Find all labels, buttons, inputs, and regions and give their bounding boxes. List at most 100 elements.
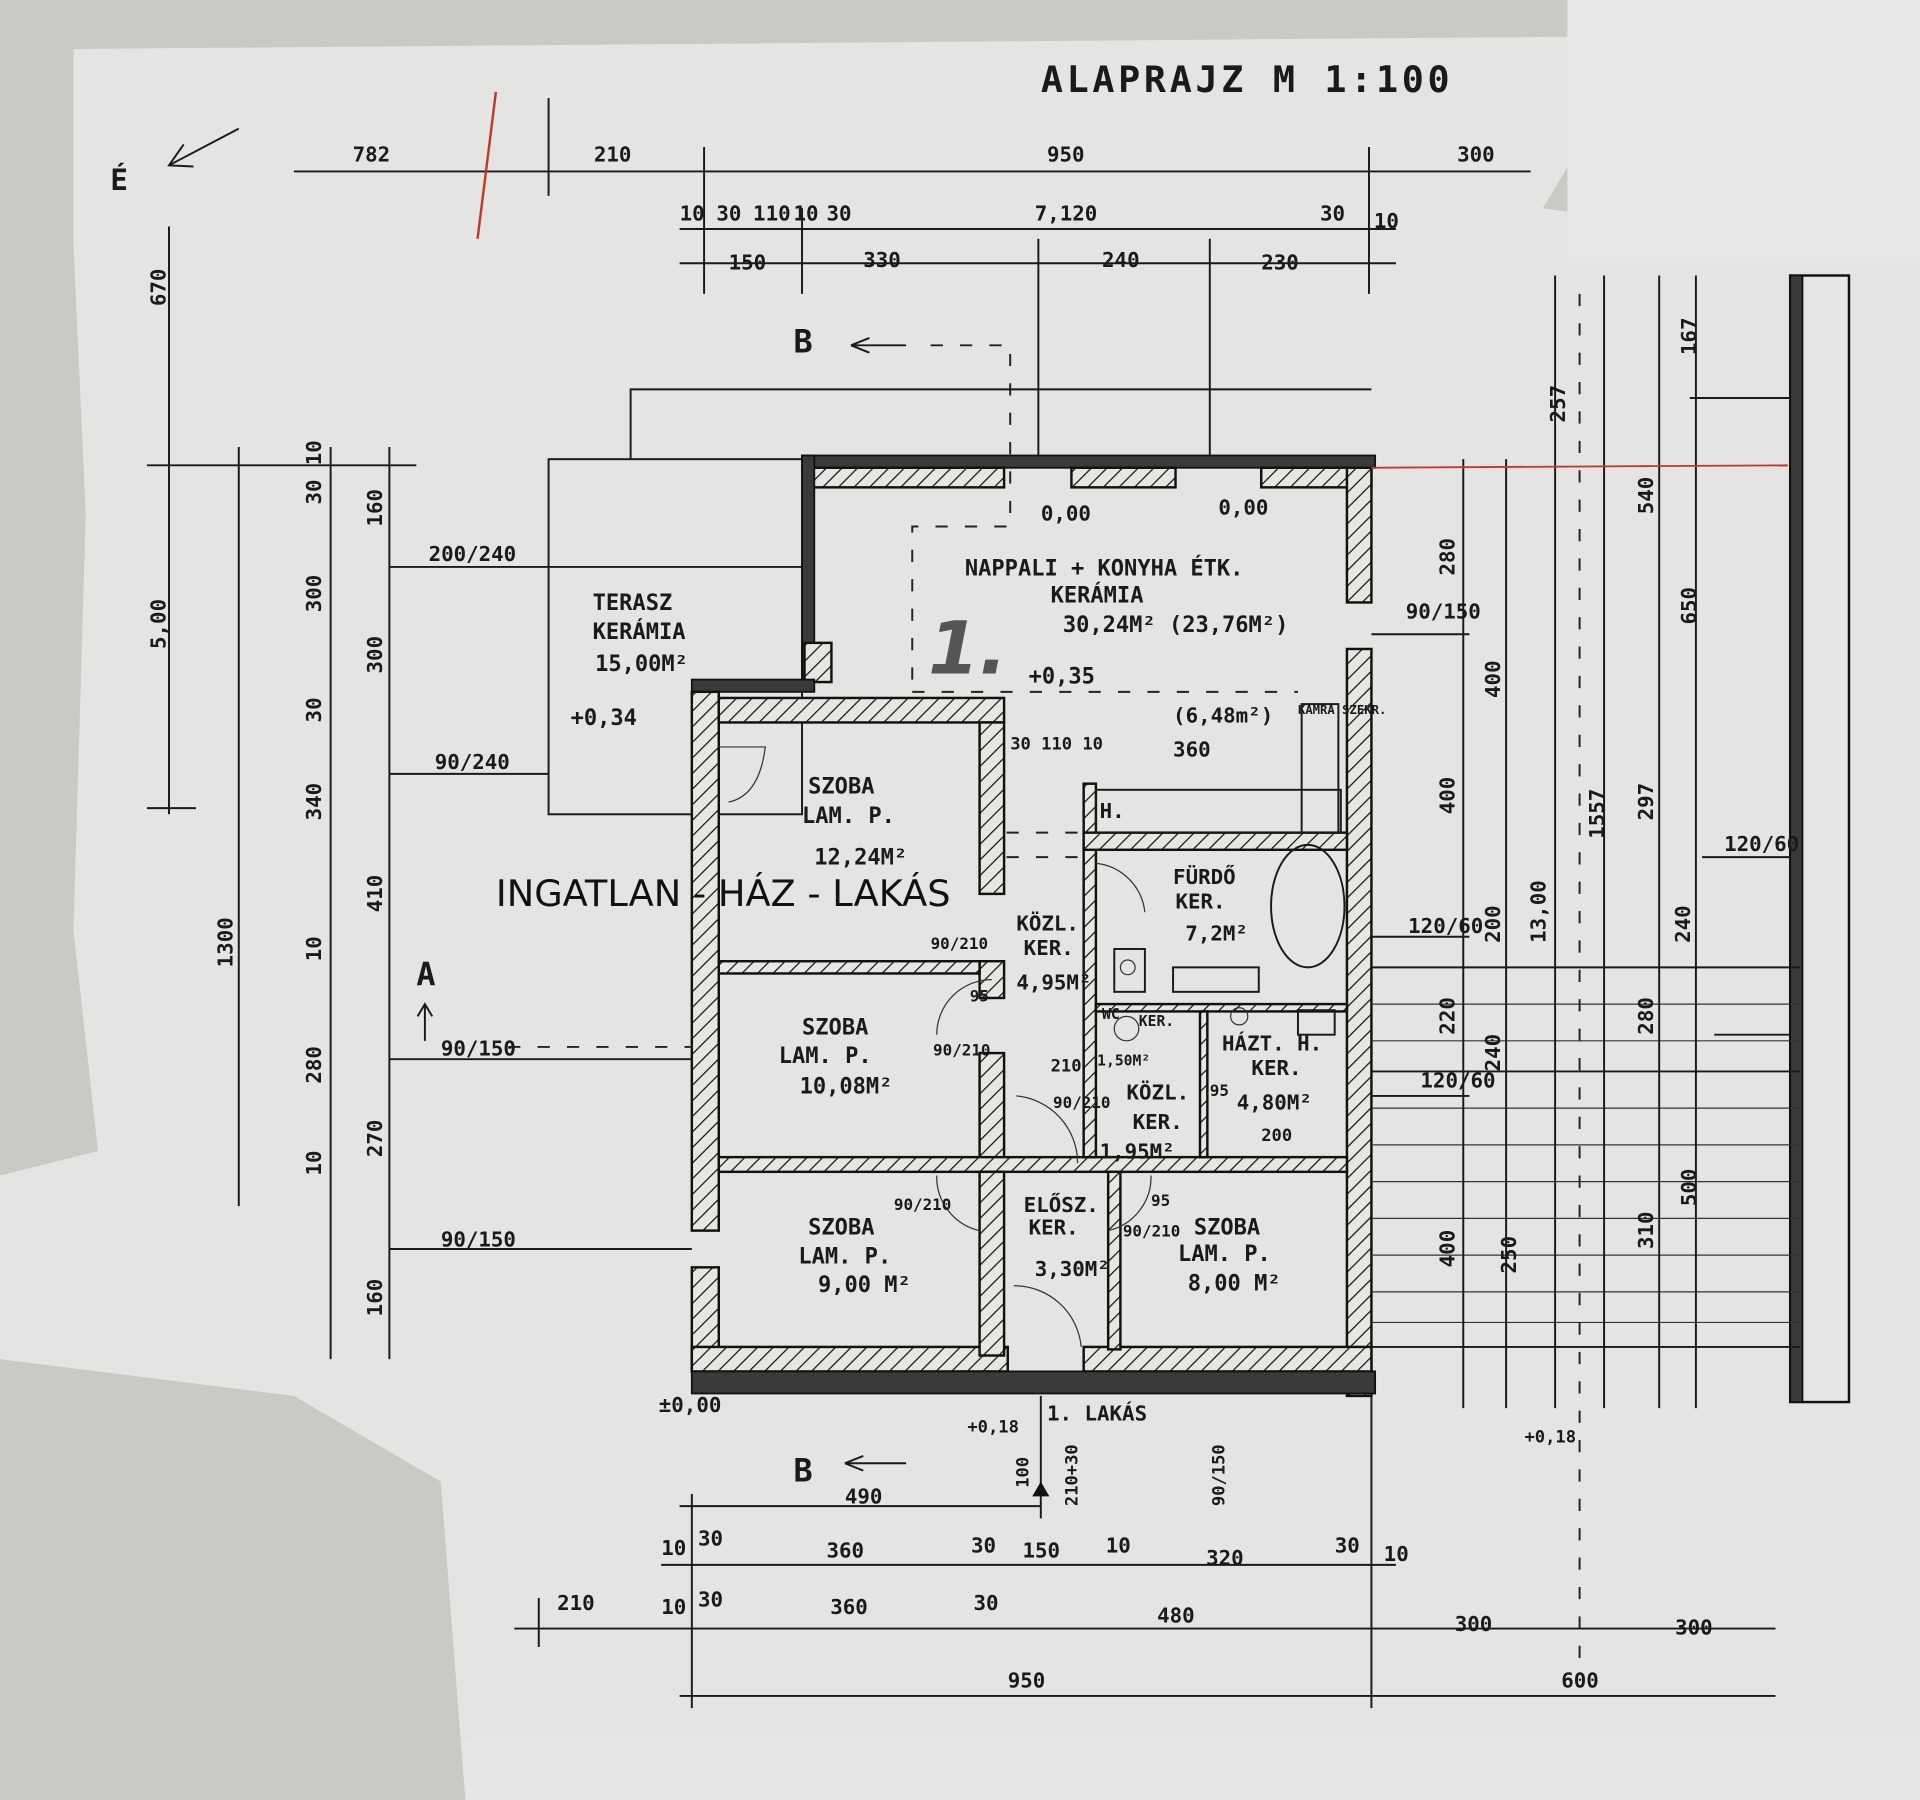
room-name: NAPPALI + KONYHA ÉTK. <box>965 556 1244 582</box>
room-area: 7,2M² <box>1185 921 1248 945</box>
dim-text: 300 <box>302 575 326 613</box>
dim-text: 10 <box>661 1536 686 1560</box>
dim-text: 7,120 <box>1035 201 1098 225</box>
dim-text: 10 <box>661 1595 686 1619</box>
room-name: HÁZT. H. <box>1222 1031 1322 1056</box>
dim-text: 30 <box>302 697 326 722</box>
dim-text: 167 <box>1677 318 1701 356</box>
interior-walls <box>717 696 1349 1357</box>
dim-text: 100 <box>1014 1457 1034 1488</box>
door-dim: 90/210 <box>1123 1222 1180 1241</box>
room-floor: LAM. P. <box>779 1044 872 1069</box>
dim-text: 360 <box>827 1539 865 1563</box>
dim-text: 1300 <box>214 917 238 967</box>
dim-text: 330 <box>863 248 901 272</box>
room-area: 3,30M² <box>1035 1257 1110 1281</box>
window-dim: 90/150 <box>441 1037 516 1061</box>
top-dimensions: 782 210 950 300 10 30 110 10 30 7,120 30… <box>293 91 1531 466</box>
dim-text: 30 <box>827 201 852 225</box>
dim-text: 10 <box>1106 1534 1131 1558</box>
dim-text: 950 <box>1047 143 1085 167</box>
section-mark-a: A <box>416 956 435 994</box>
room-area: 10,08M² <box>800 1074 893 1099</box>
window-dim: 90/150 <box>1406 599 1481 623</box>
room-3: SZOBA LAM. P. 9,00 M² <box>798 1215 910 1298</box>
dim-text: 30 <box>698 1526 723 1550</box>
dim-text: 10 <box>1374 209 1399 233</box>
room-utility: HÁZT. H. KER. 4,80M² <box>1222 1031 1322 1115</box>
room-floor: KER. <box>1133 1110 1183 1134</box>
terrace-floor: KERÁMIA <box>593 619 686 645</box>
dim-text: 5,00 <box>146 599 170 649</box>
dim-text: 250 <box>1497 1236 1521 1274</box>
room-name: KÖZL. <box>1016 911 1079 936</box>
level-top-right: 0,00 <box>1218 495 1268 519</box>
room-name: SZOBA <box>1194 1215 1260 1240</box>
dim-text: 360 <box>1173 738 1211 762</box>
level-entry-left: +0,18 <box>967 1418 1019 1438</box>
dim-text: 400 <box>1436 1230 1460 1268</box>
room-name: WC <box>1102 1006 1120 1023</box>
room-name: ELŐSZ. <box>1024 1192 1099 1217</box>
dim-text: 150 <box>729 250 767 274</box>
dim-text: 650 <box>1677 587 1701 625</box>
window-dim: 200/240 <box>429 542 517 566</box>
dim-text: 10 <box>302 936 326 961</box>
room-area: 12,24M² <box>814 845 907 870</box>
dim-text: 230 <box>1261 250 1299 274</box>
dim-text: 360 <box>830 1595 868 1619</box>
dim-text: 110 <box>753 201 791 225</box>
exterior-walls <box>690 454 1377 1398</box>
door-dim: 95 <box>1210 1081 1229 1100</box>
pantry-area: (6,48m²) <box>1173 703 1273 727</box>
window-dim: 120/60 <box>1724 832 1799 856</box>
dim-text: 240 <box>1671 905 1695 943</box>
door-dim: 90/210 <box>1053 1093 1110 1112</box>
north-label: É <box>110 162 128 197</box>
dim-text: 220 <box>1436 997 1460 1035</box>
terrace-name: TERASZ <box>593 591 673 616</box>
pantry-label: KAMRA SZEKR. <box>1298 703 1386 717</box>
room-floor: KERÁMIA <box>1051 582 1144 608</box>
door-dim: 95 <box>1151 1191 1170 1210</box>
room-area: 30,24M² (23,76M²) <box>1063 613 1289 638</box>
dim-text: 13,00 <box>1526 880 1550 943</box>
dim-text: 10 <box>302 1150 326 1175</box>
dim-text: 410 <box>363 875 387 913</box>
paper-top-right <box>1567 0 1920 264</box>
paper-sheet <box>0 36 1920 1800</box>
room-floor: KER. <box>1139 1013 1174 1030</box>
room-area: 1,95M² <box>1100 1139 1175 1163</box>
dim-text: 950 <box>1008 1668 1046 1692</box>
dim-text: 90/150 <box>1209 1444 1229 1506</box>
dim-text: 310 <box>1634 1211 1658 1249</box>
window-dim: 120/60 <box>1420 1068 1495 1092</box>
room-area: 9,00 M² <box>818 1273 911 1298</box>
dim-text: 782 <box>353 143 391 167</box>
dim-text: 10 <box>680 201 705 225</box>
dim-text: 300 <box>1455 1612 1493 1636</box>
entrance-arrow-icon <box>1032 1481 1050 1497</box>
room-area: 1,50M² <box>1097 1052 1150 1069</box>
door-dim: 90/210 <box>931 934 988 953</box>
room-name: SZOBA <box>808 774 874 799</box>
dim-text: 320 <box>1206 1546 1244 1570</box>
fridge-label: H. <box>1100 799 1125 823</box>
room-area: 8,00 M² <box>1188 1272 1281 1297</box>
right-side-structure: 90/150 120/60 120/60 120/60 257 540 650 … <box>1371 274 1851 1666</box>
door-swings <box>718 746 1152 1347</box>
room-bath: FÜRDŐ KER. 7,2M² <box>1173 864 1248 945</box>
left-dimensions: 670 5,00 1300 10 30 160 300 300 30 340 4… <box>146 226 803 1360</box>
dim-text: 10 <box>1384 1542 1409 1566</box>
dim-text: 10 <box>793 201 818 225</box>
dim-text: 240 <box>1481 1034 1505 1072</box>
window-dim: 120/60 <box>1408 914 1483 938</box>
room-floor: KER. <box>1176 890 1226 914</box>
dim-text: 270 <box>363 1120 387 1158</box>
dim-text: 150 <box>1022 1539 1060 1563</box>
dim-text: 160 <box>363 489 387 527</box>
dim-text: 30 <box>1320 201 1345 225</box>
dim-text: 30 <box>971 1534 996 1558</box>
